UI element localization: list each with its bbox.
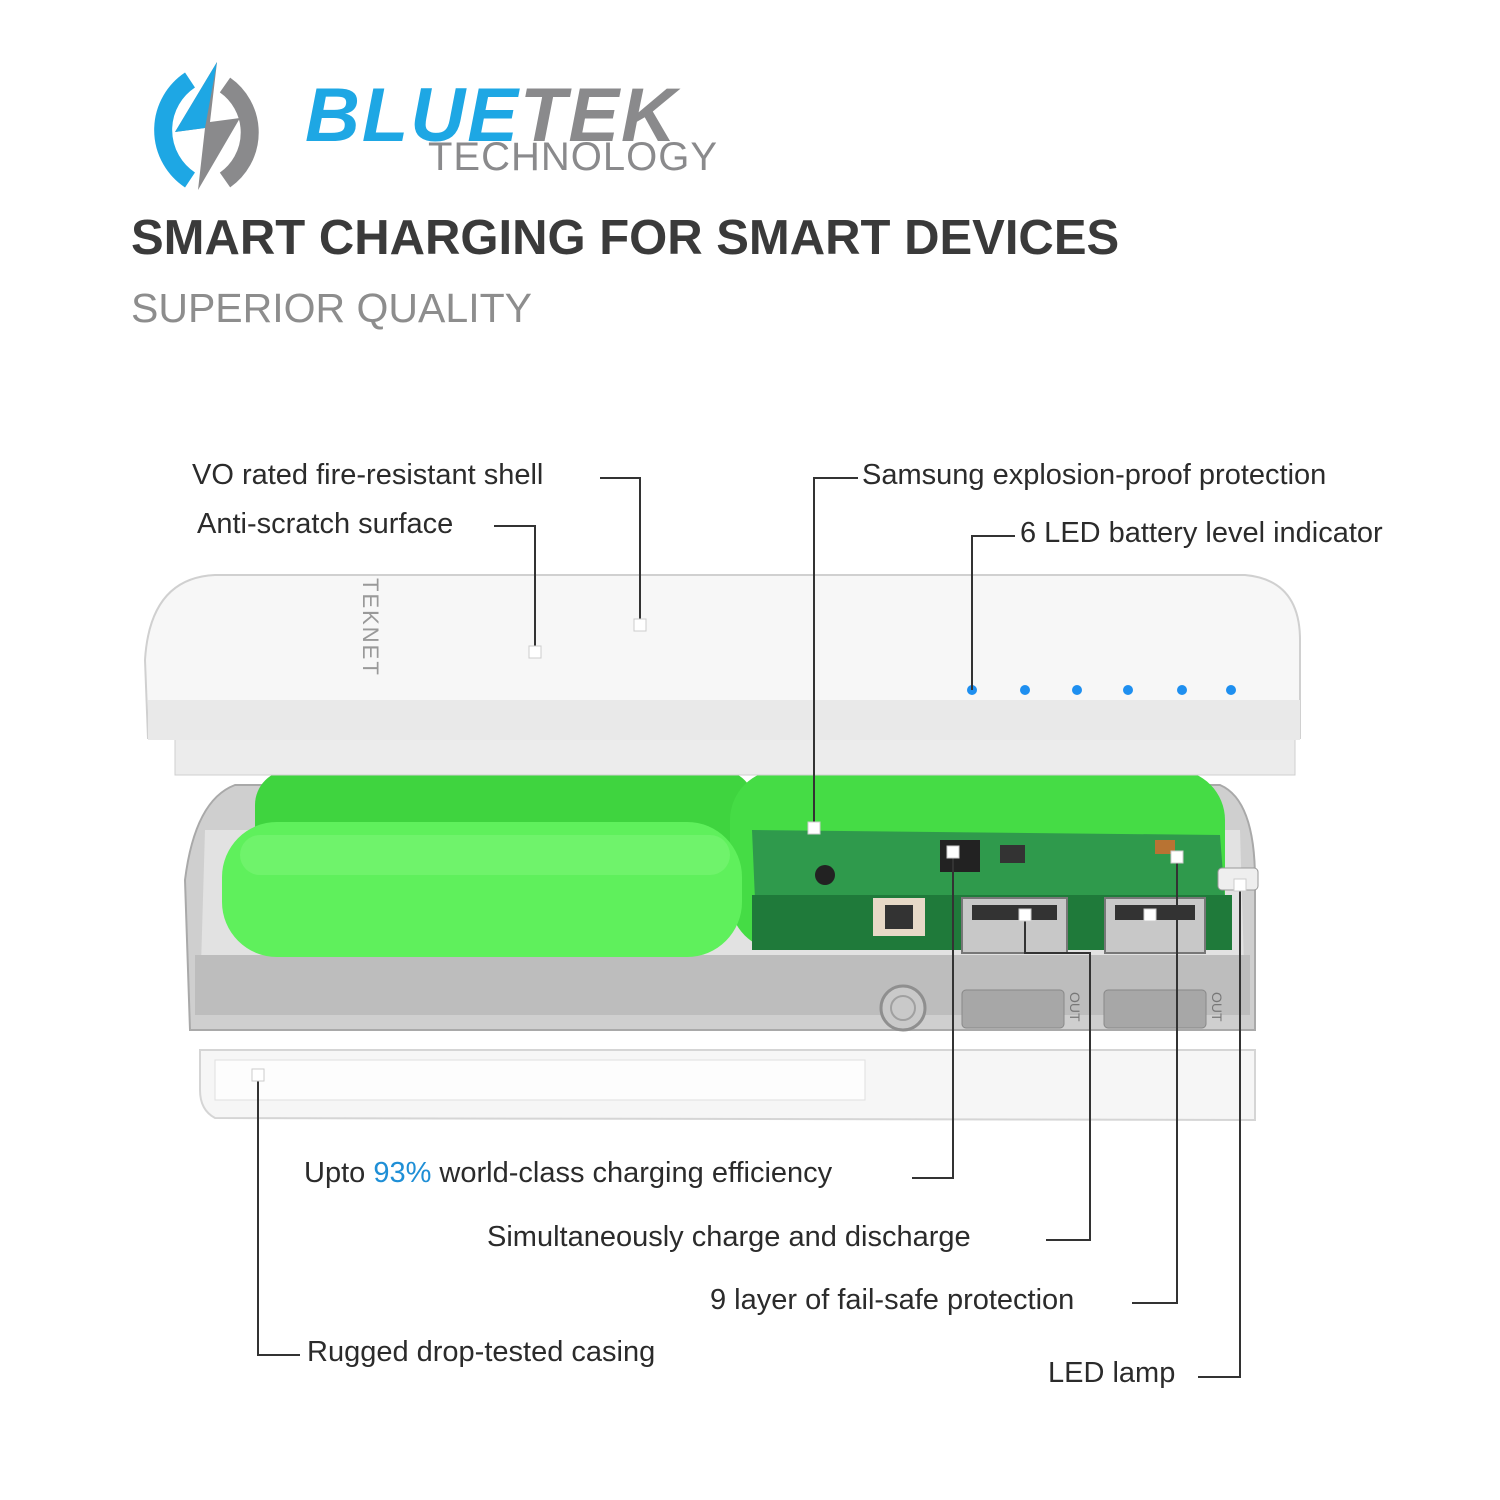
headline: SMART CHARGING FOR SMART DEVICES: [131, 211, 1120, 265]
top-shell-lid: [143, 574, 1301, 776]
callout-leader-lines: [257, 477, 1241, 1378]
callout-led-indicator: 6 LED battery level indicator: [1020, 517, 1383, 549]
callout-markers: [251, 618, 1247, 1082]
logo-wordmark: BLUETEK: [305, 78, 678, 154]
shell-brand-text: TEKNET: [358, 578, 383, 677]
logo-icon: [154, 62, 259, 190]
callout-casing: Rugged drop-tested casing: [307, 1336, 656, 1368]
led-indicator-dots: [967, 685, 1236, 695]
pcb-board: [752, 830, 1259, 954]
callout-failsafe: 9 layer of fail-safe protection: [710, 1284, 1075, 1316]
callout-lamp: LED lamp: [1048, 1357, 1176, 1389]
logo-brand-blue: BLUE: [305, 73, 520, 158]
port-label: OUT: [1209, 992, 1225, 1022]
callout-efficiency: Upto 93% world-class charging efficiency: [304, 1159, 832, 1188]
logo-brand-gray: TEK: [519, 73, 678, 158]
callout-surface: Anti-scratch surface: [197, 508, 454, 540]
callout-simultaneous: Simultaneously charge and discharge: [487, 1221, 971, 1253]
port-label: OUT: [1067, 992, 1083, 1022]
efficiency-suffix: world-class charging efficiency: [431, 1157, 833, 1189]
callout-samsung: Samsung explosion-proof protection: [862, 459, 1327, 491]
bottom-base: [199, 1049, 1256, 1122]
efficiency-value: 93%: [373, 1157, 432, 1189]
usb-port: [1104, 897, 1206, 954]
usb-port: [961, 897, 1068, 954]
efficiency-prefix: Upto: [304, 1157, 374, 1189]
callout-shell: VO rated fire-resistant shell: [192, 459, 544, 491]
logo-tagline: TECHNOLOGY: [428, 135, 719, 179]
subheadline: SUPERIOR QUALITY: [131, 285, 532, 331]
